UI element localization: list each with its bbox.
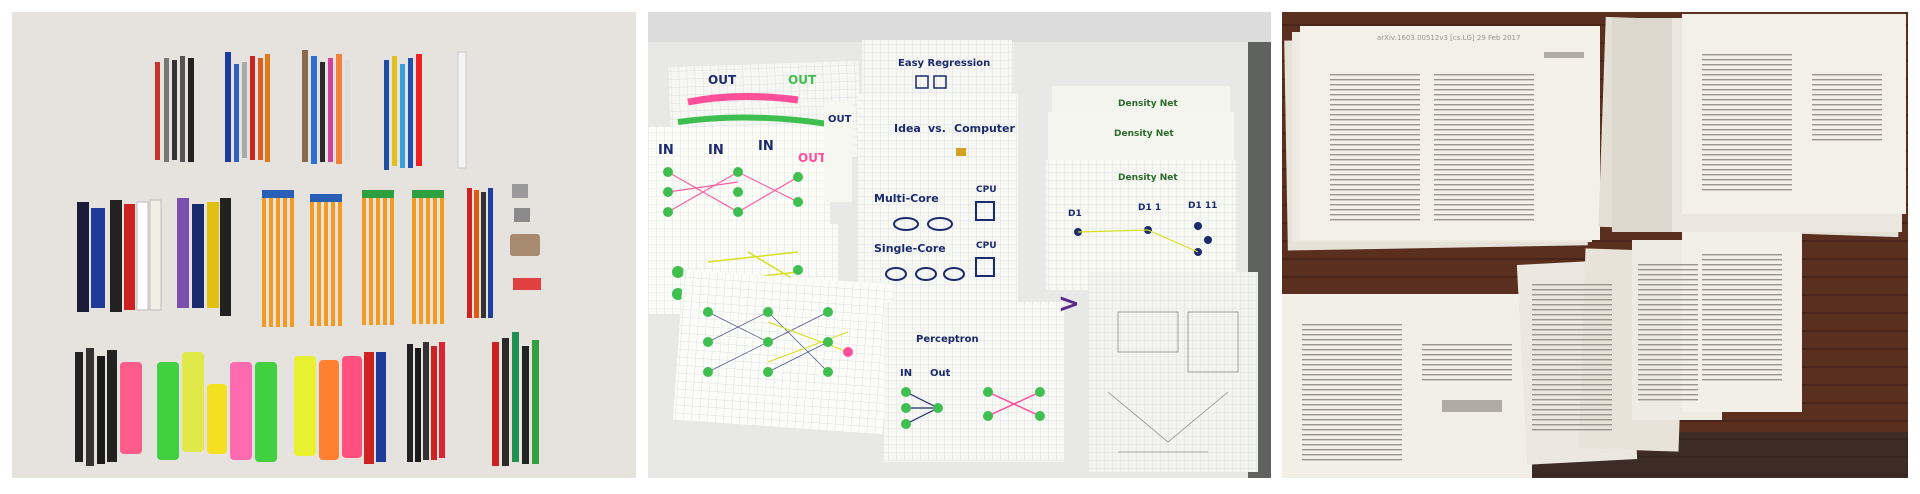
sketch-text-d1: D1 bbox=[1068, 209, 1082, 219]
sketch-text-cpu-2: CPU bbox=[976, 241, 997, 251]
sketch-text-in-3: IN bbox=[758, 139, 774, 154]
sketch-text-cpu: CPU bbox=[976, 185, 997, 195]
sketch-text-out-4: OUT bbox=[828, 114, 852, 125]
paper-stack-top-left: arXiv:1603.00512v3 [cs.LG] 29 Feb 2017 bbox=[1284, 26, 1600, 251]
papers-svg: arXiv:1603.00512v3 [cs.LG] 29 Feb 2017 bbox=[1282, 12, 1908, 478]
sketch-sheet-network: IN IN IN OUT bbox=[648, 127, 830, 227]
sketches-svg: OUT OUT IN IN IN bbox=[648, 12, 1271, 478]
photo-printed-papers: arXiv:1603.00512v3 [cs.LG] 29 Feb 2017 bbox=[1282, 12, 1908, 478]
eraser bbox=[510, 234, 540, 256]
eraser-red bbox=[513, 278, 541, 290]
sketch-text-multi-core: Multi-Core bbox=[874, 192, 939, 205]
sketch-sheet-cores: Multi-Core CPU Single-Core CPU bbox=[858, 172, 1018, 302]
sketch-text-vs: vs. bbox=[928, 122, 946, 135]
pen-row-1 bbox=[155, 50, 467, 170]
sketch-sheet-density-net-3: Density Net D1 D1 1 D1 11 bbox=[1046, 160, 1236, 290]
sketch-sheet-density-net-2: Density Net bbox=[1048, 112, 1234, 162]
paper-stack-bottom-right bbox=[1516, 232, 1802, 465]
sketch-text-density-net-3: Density Net bbox=[1118, 173, 1178, 183]
sketch-sheet-strip: OUT bbox=[824, 102, 852, 202]
sketch-text-perceptron: Perceptron bbox=[916, 334, 979, 345]
sketch-text-d1-1: D1 1 bbox=[1138, 203, 1161, 213]
sharpener-2 bbox=[514, 208, 530, 222]
sketch-text-d1-11: D1 11 bbox=[1188, 201, 1217, 211]
sketch-text-out-2: OUT bbox=[788, 73, 817, 87]
sketch-text-idea: Idea bbox=[894, 122, 921, 135]
paper-arxiv-header: arXiv:1603.00512v3 [cs.LG] 29 Feb 2017 bbox=[1377, 34, 1520, 42]
sketch-sheet-easy-regression: Easy Regression bbox=[862, 40, 1012, 96]
pens-svg bbox=[12, 12, 636, 478]
sketch-chevron: > bbox=[1058, 289, 1080, 319]
pen-row-3 bbox=[75, 332, 539, 466]
sketch-sheet-perceptron: Perceptron IN Out bbox=[884, 302, 1064, 462]
sketch-text-easy-regression: Easy Regression bbox=[898, 58, 990, 69]
photo-pens-and-markers bbox=[12, 12, 636, 478]
sketch-text-in: IN bbox=[658, 143, 674, 158]
sketch-text-out: OUT bbox=[708, 73, 737, 87]
sketch-text-out-5: Out bbox=[930, 368, 951, 379]
paper-stack-top-right bbox=[1598, 14, 1906, 238]
sketch-text-in-4: IN bbox=[900, 368, 912, 379]
sketch-sheet-idea-vs-computer: Idea vs. Computer bbox=[858, 94, 1018, 174]
sketch-text-density-net: Density Net bbox=[1118, 99, 1178, 109]
photo-hand-drawn-sketches: OUT OUT IN IN IN bbox=[648, 12, 1271, 478]
sketch-sheet-deep-network bbox=[673, 269, 893, 435]
sharpener bbox=[512, 184, 528, 198]
sketch-text-computer: Computer bbox=[954, 122, 1016, 135]
paper-bottom-left bbox=[1282, 294, 1532, 478]
sketch-text-density-net-2: Density Net bbox=[1114, 129, 1174, 139]
sketch-text-out-3: OUT bbox=[798, 151, 827, 165]
sketch-text-single-core: Single-Core bbox=[874, 242, 946, 255]
sketch-sheet-density-net-1: Density Net bbox=[1052, 86, 1230, 114]
pen-row-2 bbox=[77, 184, 541, 327]
sketch-text-in-2: IN bbox=[708, 143, 724, 158]
sketch-sheet-pencil-notes bbox=[1088, 272, 1258, 472]
